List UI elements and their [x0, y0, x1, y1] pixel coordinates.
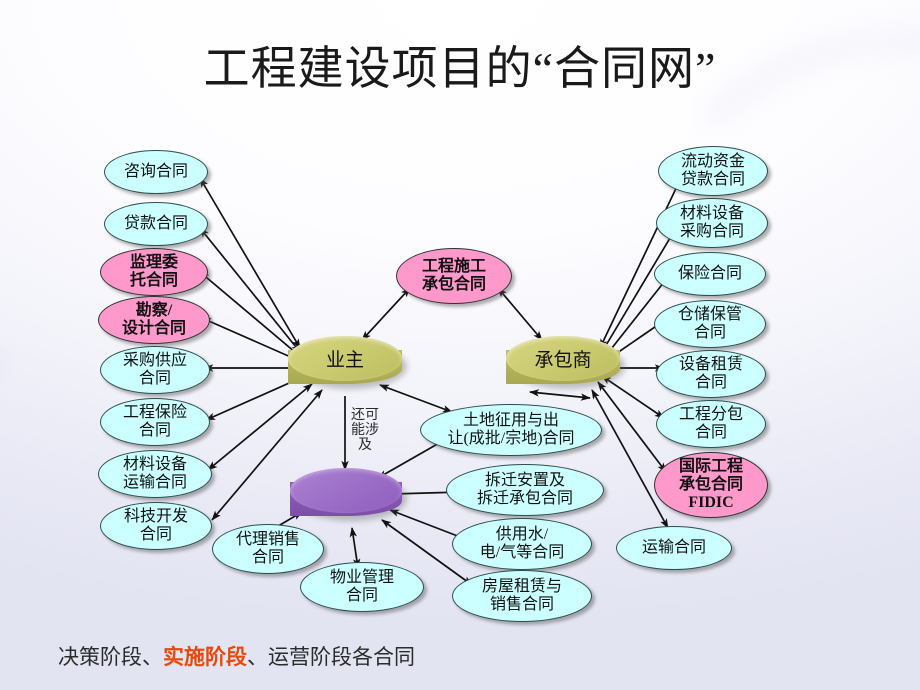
node-warehousing-custody-contract[interactable]: 仓储保管 合同: [654, 300, 766, 348]
node-label-line2: 电/气等合同: [479, 544, 565, 561]
node-label-line3: FIDIC: [688, 493, 734, 511]
page-title: 工程建设项目的“合同网”: [203, 43, 717, 94]
node-label-line1: 材料设备: [679, 205, 744, 223]
node-label-line2: 贷款合同: [680, 171, 745, 188]
node-label-line1: 房屋租赁与: [481, 578, 562, 596]
hub-owner-label: 业主: [325, 349, 364, 371]
node-label-line1: 土地征用与出: [462, 412, 559, 430]
node-tech-development-contract[interactable]: 科技开发 合同: [100, 502, 212, 550]
node-label-line2: 合同: [138, 370, 171, 387]
node-land-acquisition-transfer-contract[interactable]: 土地征用与出 让(成批/宗地)合同: [420, 404, 602, 456]
node-supervision-entrust-contract[interactable]: 监理委 托合同: [100, 248, 208, 296]
edge-label-may-involve: 还可能涉及: [351, 408, 379, 454]
node-label-line1: 材料设备: [122, 456, 187, 474]
hub-contractor[interactable]: 承包商: [506, 336, 625, 398]
node-label-line2: 合同: [345, 587, 378, 604]
node-property-management-contract[interactable]: 物业管理 合同: [300, 562, 424, 612]
node-label-line2: 托合同: [129, 272, 178, 289]
node-label-line1: 保险合同: [677, 265, 742, 283]
slide-caption: 决策阶段、实施阶段、运营阶段各合同: [58, 641, 415, 671]
hub-other-label: [290, 468, 402, 513]
node-label-line1: 物业管理: [329, 569, 394, 587]
node-label-line2: 合同: [693, 324, 726, 341]
node-label-line1: 仓储保管: [677, 306, 742, 324]
node-working-capital-loan-contract[interactable]: 流动资金 贷款合同: [658, 146, 768, 196]
node-engineering-insurance-contract[interactable]: 工程保险 合同: [100, 398, 210, 446]
node-label-line1: 设备租赁: [678, 356, 743, 374]
node-label-line1: 贷款合同: [123, 215, 188, 233]
node-construction-contract[interactable]: 工程施工 承包合同: [396, 248, 512, 304]
node-label-line2: 设计合同: [121, 320, 186, 337]
node-engineering-subcontract[interactable]: 工程分包 合同: [656, 400, 766, 448]
node-agency-sales-contract[interactable]: 代理销售 合同: [212, 524, 324, 574]
hub-contractor-label: 承包商: [534, 349, 592, 371]
node-international-contracting-fidic[interactable]: 国际工程 承包合同 FIDIC: [654, 452, 768, 518]
node-label-line1: 工程保险: [122, 404, 187, 422]
node-material-equipment-purchase-contract[interactable]: 材料设备 采购合同: [656, 198, 768, 248]
node-survey-design-contract[interactable]: 勘察/ 设计合同: [98, 296, 210, 344]
node-utility-supply-contract[interactable]: 供用水/ 电/气等合同: [452, 518, 592, 570]
caption-part1: 决策阶段、: [58, 645, 163, 669]
node-label-line1: 工程施工: [421, 258, 486, 276]
node-label-line1: 采购供应: [122, 352, 187, 370]
node-label-line1: 国际工程: [678, 458, 743, 476]
node-label-line2: 合同: [694, 424, 727, 441]
node-label-line1: 拆迁安置及: [484, 472, 565, 490]
hub-top: [506, 336, 620, 381]
node-label-line2: 销售合同: [489, 596, 554, 613]
node-label-line2: 运输合同: [122, 474, 187, 491]
node-label-line1: 勘察/: [135, 302, 173, 320]
node-demolition-resettlement-contract[interactable]: 拆迁安置及 拆迁承包合同: [446, 464, 604, 516]
node-label-line2: 合同: [139, 526, 172, 543]
node-label-line2: 拆迁承包合同: [476, 490, 573, 507]
node-label-line1: 监理委: [129, 254, 178, 272]
node-label-line1: 工程分包: [678, 406, 743, 424]
node-label-line2: 合同: [251, 549, 284, 566]
node-material-equipment-transport-contract[interactable]: 材料设备 运输合同: [98, 450, 212, 498]
hub-top: [288, 336, 402, 381]
node-label-line1: 运输合同: [641, 539, 706, 557]
node-label-line2: 承包合同: [421, 276, 486, 293]
node-label-line1: 代理销售: [235, 531, 300, 549]
node-equipment-lease-contract[interactable]: 设备租赁 合同: [656, 350, 766, 398]
caption-part2: 、运营阶段各合同: [247, 645, 415, 669]
node-insurance-contract[interactable]: 保险合同: [654, 252, 766, 296]
node-label-line2: 合同: [138, 422, 171, 439]
node-procurement-supply-contract[interactable]: 采购供应 合同: [100, 346, 210, 394]
node-label-line1: 科技开发: [123, 508, 188, 526]
node-label-line1: 咨询合同: [123, 163, 188, 181]
node-label-line2: 承包合同: [678, 476, 743, 494]
node-label-line1: 供用水/: [495, 526, 549, 544]
hub-other-parties[interactable]: [290, 468, 407, 530]
node-consulting-contract[interactable]: 咨询合同: [104, 150, 208, 194]
node-label-line2: 采购合同: [679, 223, 744, 240]
node-transport-contract[interactable]: 运输合同: [616, 526, 732, 570]
node-label-line1: 流动资金: [680, 153, 745, 171]
node-label-line2: 合同: [694, 374, 727, 391]
caption-highlight: 实施阶段: [163, 645, 247, 669]
hub-owner[interactable]: 业主: [288, 336, 407, 398]
node-house-lease-sale-contract[interactable]: 房屋租赁与 销售合同: [452, 570, 592, 622]
node-loan-contract[interactable]: 贷款合同: [104, 202, 208, 246]
node-label-line2: 让(成批/宗地)合同: [447, 430, 575, 447]
hub-top: [290, 468, 402, 513]
